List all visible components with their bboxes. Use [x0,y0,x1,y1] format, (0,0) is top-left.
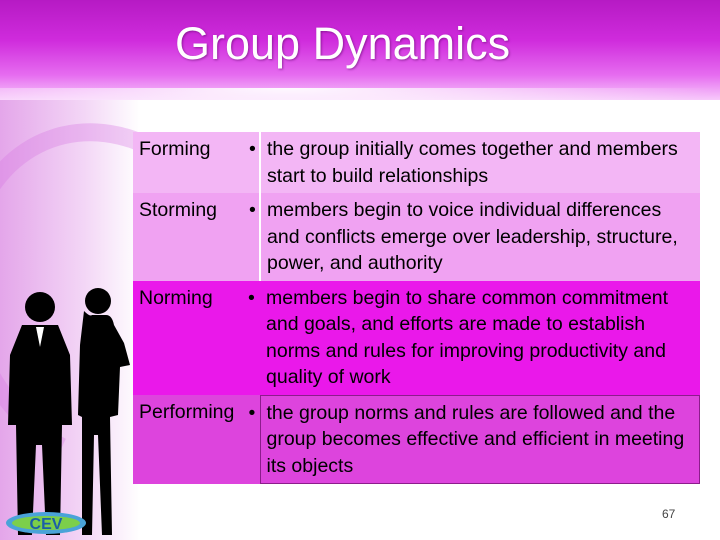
stage-name: Norming [133,280,260,395]
bullet-icon: • [248,286,255,309]
bullet-icon: • [248,401,256,424]
stage-description: •members begin to voice individual diffe… [249,193,700,281]
cev-logo: CEV [6,512,86,534]
stage-description: •members begin to share common commitmen… [248,280,700,395]
stage-description: •the group initially comes together and … [249,132,700,193]
svg-text:CEV: CEV [30,516,63,533]
table-row: Norming •members begin to share common c… [133,280,700,395]
title-banner [0,0,720,100]
table-row: Forming •the group initially comes toget… [133,132,700,193]
group-stages-table: Forming •the group initially comes toget… [133,132,700,484]
page-number: 67 [662,507,676,521]
business-people-silhouette [8,288,130,535]
table-row: Performing •the group norms and rules ar… [133,394,700,484]
bullet-icon: • [249,138,256,160]
stage-name: Forming [133,132,260,193]
stage-description: •the group norms and rules are followed … [249,394,700,484]
stage-name: Performing [133,395,260,484]
stage-name: Storming [133,193,260,281]
table-row: Storming •members begin to voice individ… [133,193,700,281]
slide-title: Group Dynamics [175,18,511,69]
bullet-icon: • [249,199,256,221]
